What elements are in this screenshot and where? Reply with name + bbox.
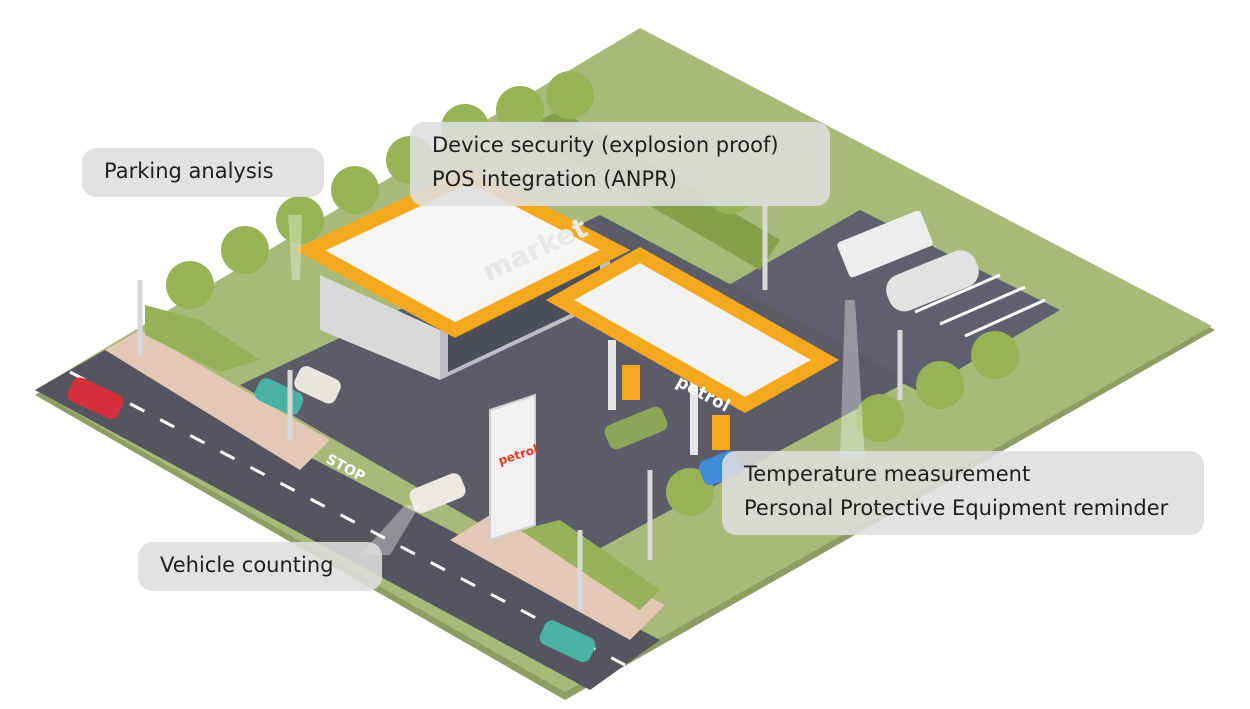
tree (916, 361, 964, 409)
vehicle-counting-label: Vehicle counting (160, 553, 334, 577)
fuel-pump-1 (622, 365, 640, 400)
canopy-columns (608, 340, 616, 410)
market-side (320, 275, 440, 380)
market-glass (448, 258, 600, 372)
petrol-canopy (545, 246, 840, 414)
ppe-label: Personal Protective Equipment reminder (744, 496, 1169, 520)
tree (221, 226, 269, 274)
parking-analysis-callout: Parking analysis (82, 148, 324, 197)
device-security-callout: Device security (explosion proof) POS in… (410, 122, 830, 206)
forecourt (240, 215, 910, 570)
device-security-label: Device security (explosion proof) (432, 133, 779, 157)
pos-integration-label: POS integration (ANPR) (432, 167, 677, 191)
hedge-left (145, 305, 260, 372)
hedge-front (520, 520, 660, 610)
price-pylon (489, 393, 536, 542)
green-car (604, 406, 668, 450)
vehicle-counting-callout: Vehicle counting (138, 542, 382, 591)
lamp-posts (137, 205, 903, 610)
tanker-truck (886, 250, 979, 312)
temperature-label: Temperature measurement (744, 462, 1031, 486)
camera-beam (360, 505, 420, 555)
parking-analysis-label: Parking analysis (104, 159, 274, 183)
truck-box (837, 210, 933, 278)
tree (331, 166, 379, 214)
tree (546, 71, 594, 119)
camera-beam (840, 300, 865, 460)
fuel-pump-2 (712, 415, 730, 450)
tree (971, 331, 1019, 379)
white-car-road (409, 473, 466, 514)
tree (856, 394, 904, 442)
canopy-column-2 (690, 380, 698, 455)
sidewalk-right (450, 515, 665, 640)
tree (276, 196, 324, 244)
road-center-line (69, 370, 626, 667)
tree (666, 468, 714, 516)
tree (166, 261, 214, 309)
temperature-callout: Temperature measurement Personal Protect… (722, 451, 1204, 535)
sidewalk-left (105, 330, 330, 470)
white-van-parked (294, 366, 341, 404)
teal-car-road (539, 620, 596, 662)
red-car (67, 377, 124, 419)
camera-beam (288, 215, 302, 280)
